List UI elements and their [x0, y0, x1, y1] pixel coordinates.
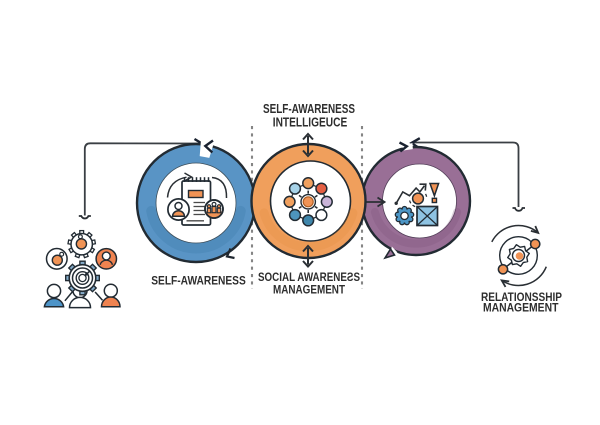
svg-text:MANAGEMENT: MANAGEMENT	[273, 283, 346, 297]
svg-text:SELF-AWARENESS: SELF-AWARENESS	[263, 101, 355, 116]
svg-text:MANAGEMENT: MANAGEMENT	[483, 300, 559, 314]
svg-text:INTELLIGEUCE: INTELLIGEUCE	[273, 115, 348, 130]
svg-text:SELF-AWARENESS: SELF-AWARENESS	[151, 274, 246, 288]
svg-text:SOCIAL AWARENEƧS: SOCIAL AWARENEƧS	[258, 270, 360, 284]
svg-text:RELATIONSSHIP: RELATIONSSHIP	[481, 290, 562, 304]
